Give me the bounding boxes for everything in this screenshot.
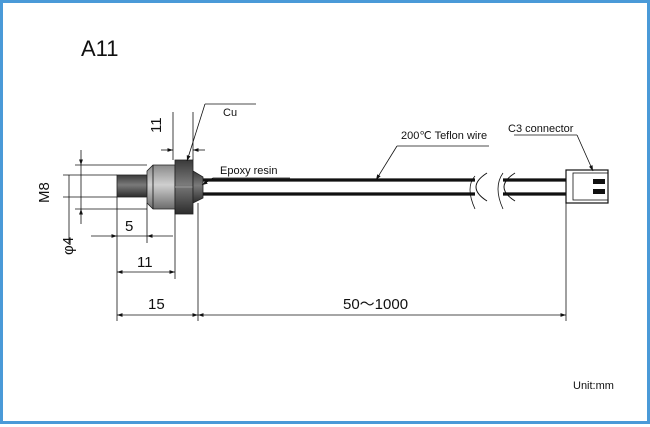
- lead-length-label: 50～1000: [343, 296, 408, 313]
- dim-probe-tip: 5: [91, 197, 173, 321]
- callout-cu: Cu: [186, 103, 256, 162]
- dim-cap-length: 11: [148, 112, 205, 160]
- threaded-section: [146, 164, 176, 210]
- unit-label: Unit:mm: [573, 380, 614, 392]
- wire-label: 200℃ Teflon wire: [401, 130, 487, 142]
- c3-connector: [565, 169, 609, 204]
- tip-label: 5: [125, 218, 133, 235]
- sensor-body: [116, 159, 204, 215]
- dim-sensor-length: 15: [117, 203, 199, 321]
- dim-thread: M8: [36, 150, 147, 224]
- probe-tip: [116, 174, 148, 198]
- dim-lead-length: 50～1000: [198, 203, 567, 321]
- dim-probe-length: 11: [117, 209, 176, 279]
- dim-probe-diameter: φ4: [60, 174, 117, 255]
- diameter-label: φ4: [60, 237, 77, 255]
- callout-connector: C3 connector: [508, 123, 594, 172]
- probe-length-label: 11: [137, 254, 153, 271]
- teflon-wire: [203, 172, 568, 210]
- epoxy-label: Epoxy resin: [220, 165, 277, 177]
- thread-label: M8: [36, 182, 53, 203]
- drawing-title: A11: [81, 36, 119, 61]
- break-mark-left: [475, 172, 488, 202]
- connector-label: C3 connector: [508, 123, 574, 135]
- technical-drawing: A11 Cu Epoxy resin: [36, 36, 614, 392]
- sensor-length-label: 15: [148, 296, 165, 313]
- break-mark-right: [503, 172, 516, 202]
- cu-label: Cu: [223, 107, 237, 119]
- resin-seal: [192, 170, 204, 204]
- callout-wire: 200℃ Teflon wire: [375, 130, 489, 181]
- cap-length-label: 11: [148, 117, 165, 133]
- callout-epoxy: Epoxy resin: [201, 165, 290, 186]
